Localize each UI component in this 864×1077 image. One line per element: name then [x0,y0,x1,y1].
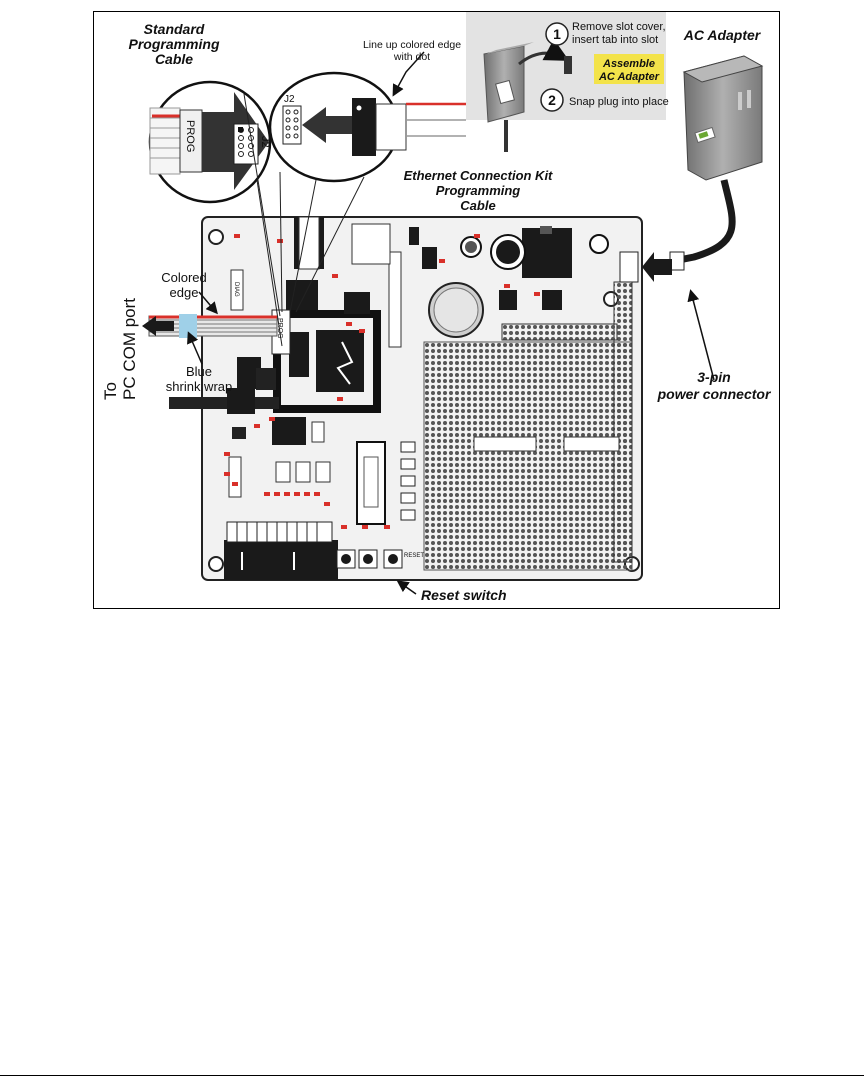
to-com-port-label: To PC COM port [101,298,139,400]
ac-adapter-assembly-panel: 1 Remove slot cover, insert tab into slo… [466,12,669,152]
step2-number: 2 [548,92,556,108]
step1-line1: Remove slot cover, [572,21,666,33]
ethernet-kit-title-1: Ethernet Connection Kit [404,168,553,183]
step1-line2: insert tab into slot [572,34,658,46]
three-pin-label-1: 3-pin [697,369,730,385]
ac-adapter [642,55,764,282]
assemble-line2: AC Adapter [598,71,660,83]
step2-line1: Snap plug into place [569,96,669,108]
three-pin-label-2: power connector [657,386,772,402]
to-com-label-2: PC COM port [120,298,139,400]
diag-label: DIAG [233,282,239,297]
pushbuttons [336,549,403,569]
standard-cable-title-3: Cable [155,51,193,67]
prog-connector-label: PROG [184,120,196,152]
line-up-text-2: with dot [393,51,430,63]
j2-label-right: J2 [284,94,295,105]
power-plug-arrow [642,252,672,282]
step1-number: 1 [553,26,561,42]
standard-cable-title-1: Standard [144,21,205,37]
reset-switch-label: Reset switch [421,587,507,603]
to-com-label-1: To [101,382,120,400]
blue-shrink-wrap [179,314,197,338]
assemble-line1: Assemble [602,58,655,70]
page-footer-rule [0,1075,864,1076]
ethernet-kit-title-3: Cable [460,198,495,213]
line-up-text-1: Line up colored edge [363,39,461,51]
reset-board-label: RESET [404,553,424,559]
standard-cable-title-2: Programming [128,36,219,52]
ribbon-cable [142,314,278,338]
standard-cable-magnifier: PROG J2 [148,80,272,204]
ac-adapter-title: AC Adapter [683,27,762,43]
figure-frame: DIAG PROG [93,11,780,609]
blue-shrink-label-2: shrink wrap [166,379,232,394]
colored-edge-label-1: Colored [161,270,207,285]
ethernet-kit-title-2: Programming [436,183,521,198]
ethernet-cable-magnifier: J2 [268,71,410,183]
to-com-arrow [142,316,174,336]
j2-label-left: J2 [259,136,271,148]
colored-edge-label-2: edge [170,285,199,300]
blue-shrink-label-1: Blue [186,364,212,379]
main-board: DIAG PROG [169,216,643,581]
